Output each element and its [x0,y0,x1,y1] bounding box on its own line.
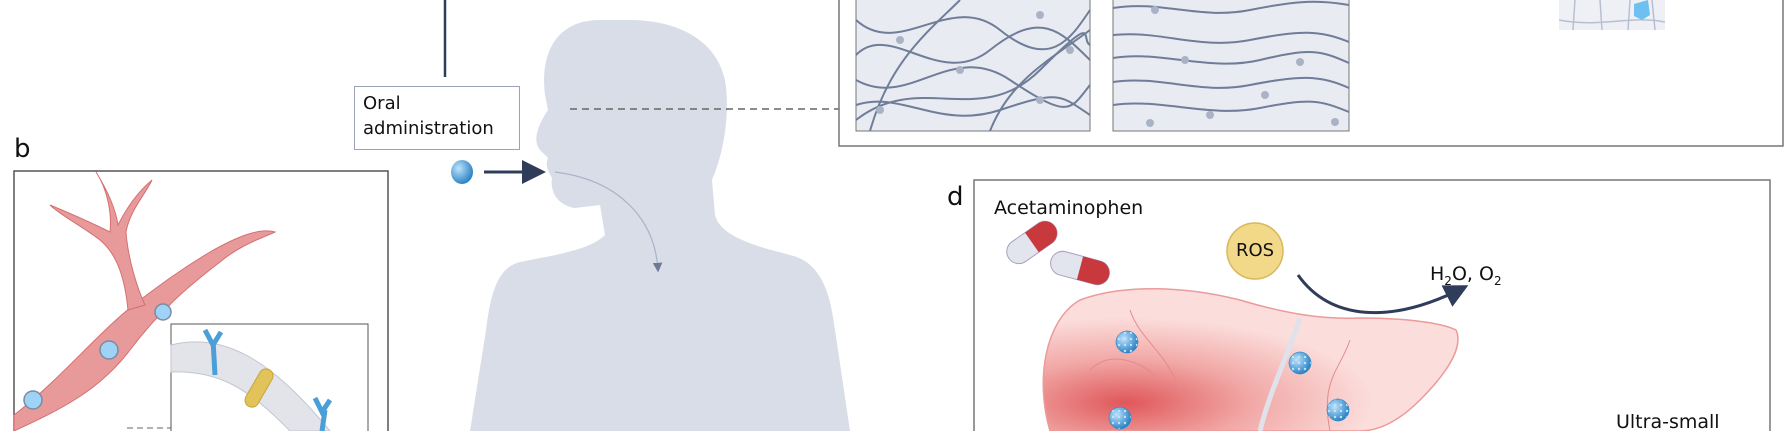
blood-vessel [13,171,277,431]
h-text: H [1430,263,1445,285]
products-rest: O, O [1451,263,1494,285]
acetaminophen-label: Acetaminophen [994,197,1144,219]
ultra-small-label: Ultra-small [1616,411,1720,433]
hydrogel-thumbnail [1558,0,1666,31]
ros-bubble [1226,222,1284,280]
ros-conversion-arrow [1296,274,1469,315]
human-silhouette [470,20,850,431]
nanoparticle-pill-icon [451,160,473,184]
liver-nanoparticles [1108,330,1350,430]
fiber-network-random [855,0,1091,132]
panel-b-frame [13,170,389,431]
acetaminophen-pills-icon [1006,220,1110,286]
vessel-nanoparticles [23,303,172,410]
o2-subscript: 2 [1493,273,1502,288]
panel-b-label: b [14,134,31,164]
panel-c-frame [838,0,1784,147]
panel-d-label: d [947,182,964,212]
panel-d-frame [973,179,1771,431]
cell-membrane-inset [170,323,369,431]
ingestion-path-arrow [554,171,663,273]
liver [1042,288,1459,431]
oral-administration-label: Oral administration [354,86,520,150]
products-label: H2O, O2 [1430,262,1502,294]
fiber-network-aligned [1112,0,1350,132]
ros-label: ROS [1235,240,1275,261]
h2-subscript: 2 [1444,273,1452,288]
